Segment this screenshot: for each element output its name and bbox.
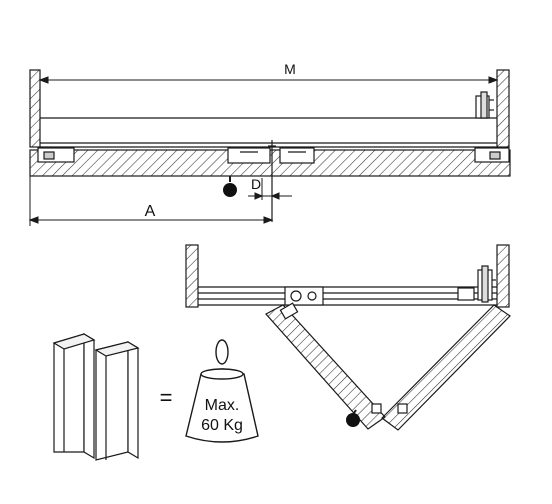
dimension-m-label: M — [284, 61, 296, 77]
right-hinge-bracket — [475, 91, 494, 119]
right-hinge-bracket-lower — [477, 265, 496, 303]
dimension-a — [28, 176, 274, 226]
weight-max-label: Max. — [205, 397, 240, 414]
right-wall-lower — [496, 244, 510, 308]
right-wall — [496, 69, 510, 148]
weight-value-label: 60 Kg — [201, 417, 243, 434]
folded-door-plan-view — [185, 244, 511, 431]
dimension-d-label: D — [251, 176, 261, 192]
left-wall — [29, 69, 41, 148]
track-carriage — [284, 286, 475, 306]
closed-door-plan-view — [29, 69, 511, 222]
right-folded-panel — [381, 304, 511, 431]
left-folded-panel — [265, 304, 386, 430]
folded-door-knob — [346, 413, 360, 427]
center-fitting-right — [279, 147, 315, 164]
dimension-a-label: A — [145, 203, 156, 220]
dimension-m — [38, 76, 499, 84]
left-wall-lower — [185, 244, 199, 308]
two-panel-illustration — [52, 332, 140, 461]
dimension-d — [248, 178, 292, 200]
door-knob — [223, 183, 237, 197]
center-fitting-left — [227, 147, 271, 164]
weight-icon — [185, 339, 259, 443]
equals-sign: = — [160, 385, 173, 410]
